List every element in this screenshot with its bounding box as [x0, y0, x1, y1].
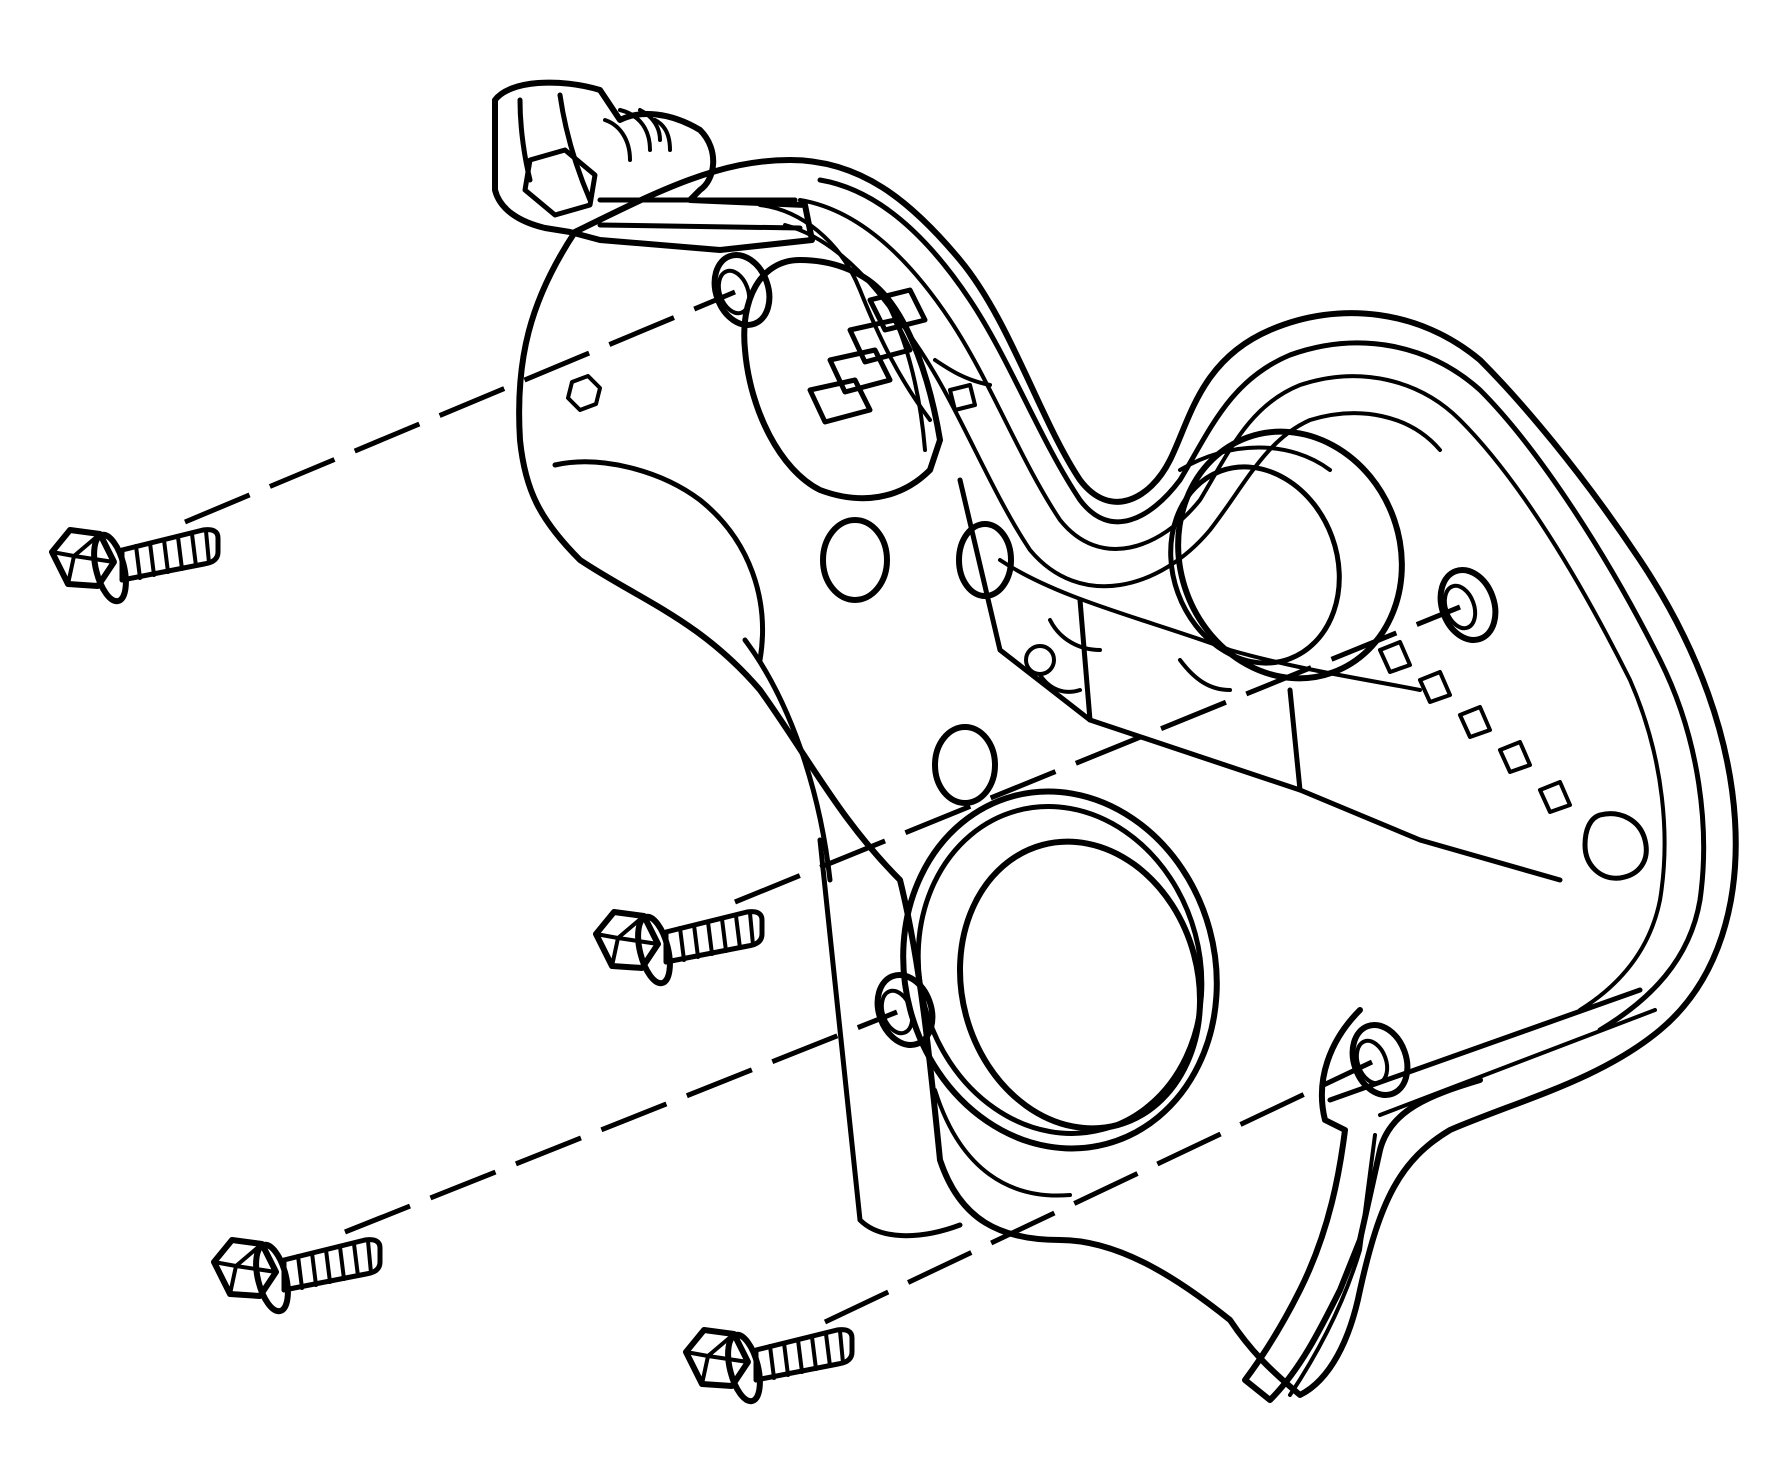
- cover-outline: [516, 157, 1739, 1398]
- bolt-2: [596, 912, 762, 987]
- bolt-3: [214, 1240, 380, 1315]
- alignment-lines: [184, 289, 1461, 1325]
- alignment-line-1: [184, 289, 736, 525]
- inner-rib-assembly: [957, 477, 1649, 883]
- body-hole-middle: [956, 521, 1014, 599]
- upper-mount-bracket: [492, 79, 932, 422]
- alignment-line-3: [344, 1009, 898, 1235]
- timing-belt-cover: [516, 157, 1739, 1403]
- sensor-boss: [741, 257, 992, 502]
- bolt-4: [686, 1330, 852, 1405]
- bolt-hole-upper-right: [1437, 567, 1499, 643]
- body-hole-upper: [820, 517, 890, 603]
- bolt-1: [52, 530, 218, 605]
- crankshaft-seal-opening: [900, 788, 1220, 1198]
- alignment-line-4: [823, 1059, 1374, 1325]
- hex-nut-marking: [566, 374, 602, 412]
- body-hole-lower: [932, 724, 998, 806]
- alignment-line-2: [734, 604, 1461, 905]
